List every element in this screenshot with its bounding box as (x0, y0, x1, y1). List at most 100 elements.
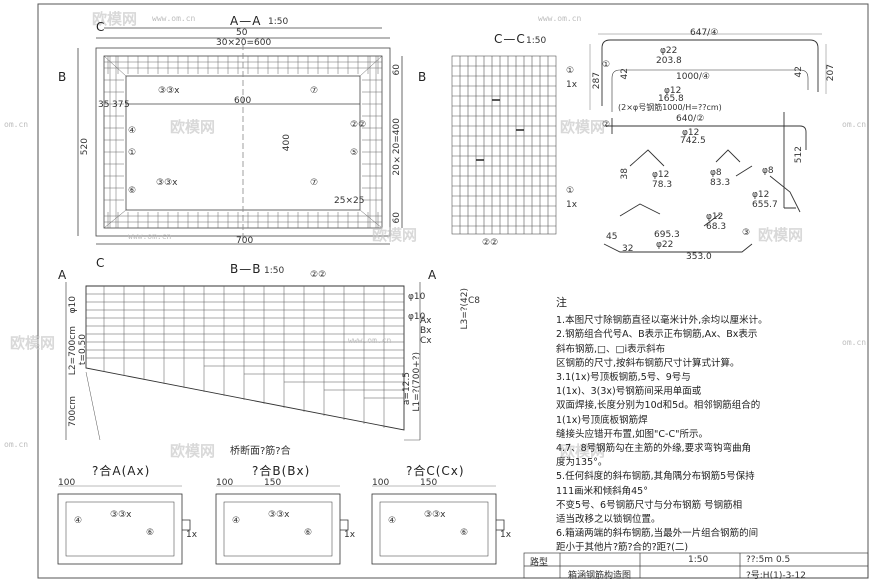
notes-line: 区钢筋的尺寸,按斜布钢筋尺寸计算式计算。 (556, 357, 740, 369)
callout-33x: ③③x (424, 510, 446, 520)
watermark-site: www.om.cn (348, 336, 392, 345)
bend-note-2x: (2×φ号钢筋1000/H=??cm) (618, 103, 722, 112)
dim-520: 520 (80, 138, 90, 156)
section-marker-c: C (96, 256, 106, 270)
bb-phi10-right: φ10 (408, 312, 426, 322)
section-aa-scale: 1:50 (268, 17, 289, 27)
bend-phi12d: φ12 (706, 212, 724, 222)
notes-line: 缝接头应错开布置,如图"C-C"所示。 (556, 428, 708, 440)
bend-phi12: φ12 (664, 86, 682, 96)
bb-c8: C8 (468, 296, 481, 306)
bb-bot-left: 700cm (68, 396, 78, 427)
combo-dim: 150 (264, 478, 282, 488)
callout-33x: ③③x (158, 86, 180, 96)
title-block: 路型 箱涵钢筋构造图 1:50 ??:5m 0.5 ?号:H(1)-3-12 (524, 553, 873, 582)
section-bb-scale: 1:50 (264, 266, 285, 276)
notes-line: 斜布钢筋,□、□i表示斜布 (556, 343, 666, 355)
callout-1: ① (602, 60, 611, 70)
bend-phi12b: φ12 (682, 128, 700, 138)
section-aa-title: A—A (230, 14, 262, 28)
watermark-cm: om.cn (842, 120, 867, 129)
callout-4: ④ (388, 516, 397, 526)
tb-width: ??:5m 0.5 (746, 555, 791, 565)
callout-1x: 1x (186, 530, 198, 540)
bend-phi8b: φ8 (762, 166, 774, 176)
callout-6: ⑥ (146, 528, 155, 538)
bb-phi10-left: φ10 (68, 296, 78, 314)
dim-37: 37 (112, 100, 124, 110)
bend-32: 32 (622, 244, 634, 254)
callout-7: ⑦ (310, 86, 319, 96)
watermark-brand: 欧模网 (758, 226, 804, 244)
bend-len-7425: 742.5 (680, 136, 706, 146)
combo-dim: 100 (216, 478, 234, 488)
sheet-border (37, 3, 869, 579)
bb-phi10-right: φ10 (408, 292, 426, 302)
bend-833: 83.3 (710, 178, 731, 188)
watermark-brand: 欧模网 (170, 118, 216, 136)
callout-1x: 1x (500, 530, 512, 540)
tb-scheme: 路型 (530, 558, 549, 568)
bend-45: 45 (606, 232, 618, 242)
dim-60: 60 (392, 64, 402, 76)
watermark-cm: om.cn (4, 120, 29, 129)
combo-boxes (57, 485, 505, 565)
watermark-brand: 欧模网 (560, 118, 606, 136)
notes-line: 3.1(1x)号顶板钢筋,5号、9号与 (556, 372, 691, 384)
title-block-frame (523, 552, 869, 579)
callout-7: ⑦ (310, 178, 319, 188)
section-marker-a: A (428, 268, 438, 282)
bend-phi8a: φ8 (710, 168, 722, 178)
dim-600: 600 (234, 96, 252, 106)
callout-1x: 1x (344, 530, 356, 540)
bend-783: 78.3 (652, 180, 673, 190)
section-marker-b: B (58, 70, 68, 84)
combo-a-title: ?合A(Ax) (92, 464, 151, 478)
watermark-site: www.om.cn (152, 14, 196, 23)
tb-project: 箱涵钢筋构造图 (568, 571, 632, 581)
dim-400: 400 (282, 134, 292, 152)
dim-25x25: 25×25 (334, 196, 365, 206)
callout-33x: ③③x (156, 178, 178, 188)
bend-42: 42 (620, 68, 630, 80)
callout-2: ② (602, 120, 611, 130)
callout-33x: ③③x (268, 510, 290, 520)
dim-35: 35 (98, 100, 110, 110)
callout-4: ④ (74, 516, 83, 526)
notes-block: 注 1.本图尺寸除钢筋直径以毫米计外,余均以厘米计。 2.钢筋组合代号A、B表示… (556, 296, 814, 556)
callout-1x: 1x (566, 200, 578, 210)
callout-22: ②② (350, 120, 367, 130)
tb-scale: 1:50 (688, 555, 709, 565)
watermark-brand: 欧模网 (560, 442, 606, 460)
combo-dim: 100 (372, 478, 390, 488)
callout-22: ②② (310, 270, 327, 280)
combo-c-title: ?合C(Cx) (406, 464, 465, 478)
notes-line: 双面焊接,长度分别为10d和5d。相邻钢筋组合的 (556, 400, 761, 412)
bend-6953: 695.3 (654, 230, 680, 240)
callout-1: ① (566, 186, 575, 196)
notes-line: 1(1x)、3(3x)号钢筋间采用单面或 (556, 386, 702, 398)
notes-line: 2.钢筋组合代号A、B表示正布钢筋,Ax、Bx表示 (556, 329, 758, 341)
notes-line: 距小于其他片?筋?合的?距?(二) (556, 542, 689, 554)
notes-line: 1.本图尺寸除钢筋直径以毫米计外,余均以厘米计。 (556, 315, 768, 327)
bend-3530: 353.0 (686, 252, 712, 262)
combo-dim: 100 (58, 478, 76, 488)
watermark-brand: 欧模网 (372, 226, 418, 244)
notes-line: 适当改移之以锁钢位置。 (556, 514, 661, 526)
dim-top: 50 (236, 28, 248, 38)
section-marker-c: C (96, 20, 106, 34)
bend-6557: 655.7 (752, 200, 778, 210)
callout-22: ②② (482, 238, 499, 248)
callout-6: ⑥ (304, 528, 313, 538)
bend-phi22b: φ22 (656, 240, 674, 250)
section-marker-b: B (418, 70, 428, 84)
callout-4: ④ (232, 516, 241, 526)
section-marker-a: A (58, 268, 68, 282)
watermark-brand: 欧模网 (92, 10, 138, 28)
bend-len-640: 640/② (676, 114, 705, 124)
notes-line: 4.7、8号钢筋勾在主筋的外缘,要求弯钩弯曲角 (556, 443, 752, 455)
bend-512: 512 (794, 146, 804, 164)
dim-700: 700 (236, 236, 254, 246)
section-cc-grid (451, 55, 557, 235)
bb-mid-left: t=0.50 (78, 334, 88, 366)
